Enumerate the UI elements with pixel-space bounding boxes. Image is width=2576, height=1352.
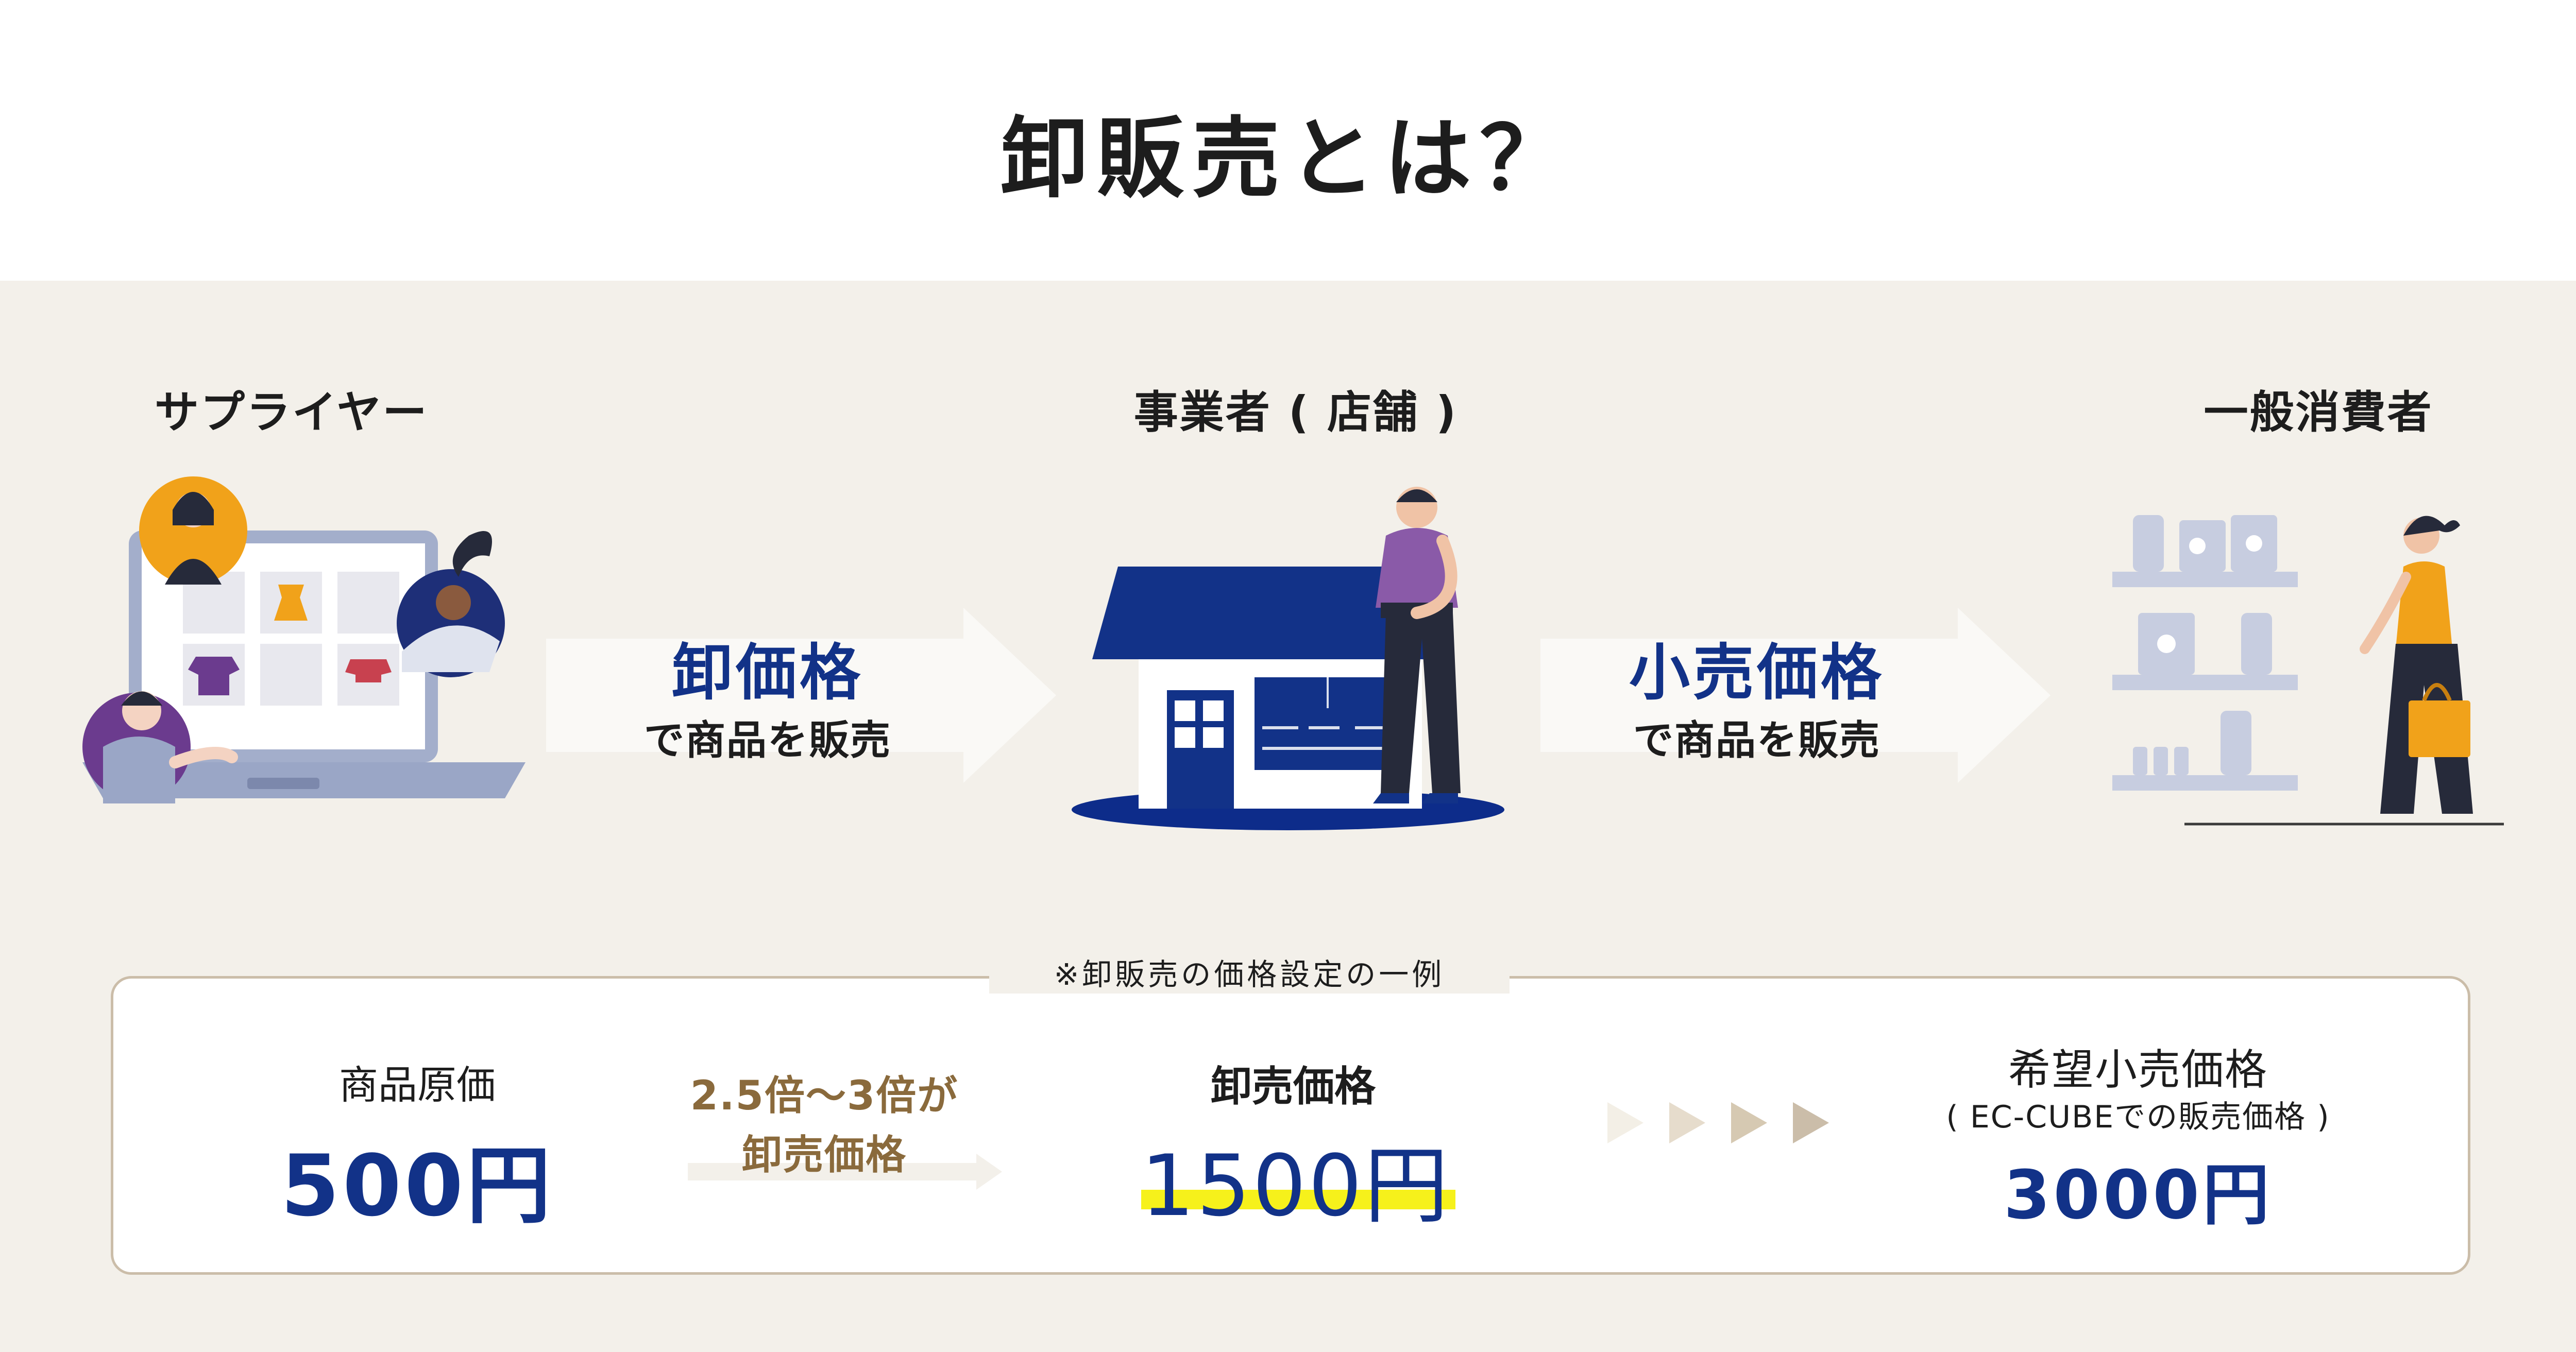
arrow-icon — [1540, 608, 2050, 783]
chevron-right-icon — [1607, 1102, 1829, 1143]
suggested-retail-label: 希望小売価格 — [2008, 1046, 2268, 1094]
actor-label-consumer: 一般消費者 — [2204, 387, 2433, 438]
wholesale-price-heading: 卸価格 — [671, 637, 863, 708]
suggested-retail-value: 3000円 — [2004, 1156, 2273, 1234]
arrow-icon — [546, 608, 1056, 783]
actor-label-supplier: サプライヤー — [155, 387, 429, 438]
pricing-example-box — [111, 976, 2470, 1275]
arrow-icon — [688, 1154, 1002, 1190]
pricing-example-caption: ※卸販売の価格設定の一例 — [989, 950, 1510, 994]
highlight-marker — [1141, 1190, 1455, 1209]
multiplier-text: 2.5倍〜3倍が — [690, 1073, 959, 1119]
actor-label-business: 事業者 ( 店舗 ) — [1133, 387, 1458, 438]
wholesale-price-value: 1500円 — [1141, 1137, 1451, 1235]
wholesale-price-label: 卸売価格 — [1211, 1063, 1376, 1110]
wholesale-flow-caption: で商品を販売 — [643, 717, 891, 764]
retail-price-heading: 小売価格 — [1629, 637, 1885, 708]
laptop-suppliers-illustration — [82, 476, 526, 803]
retail-flow-caption: で商品を販売 — [1633, 717, 1880, 764]
suggested-retail-note: ( EC-CUBEでの販売価格 ) — [1946, 1099, 2330, 1135]
page-title: 卸販売とは？ — [1000, 108, 1575, 210]
cost-price-label: 商品原価 — [339, 1062, 496, 1108]
multiplier-subtext: 卸売価格 — [741, 1132, 907, 1178]
cost-price-value: 500円 — [280, 1137, 554, 1235]
shopper-illustration — [2112, 515, 2504, 826]
store-owner-illustration — [1072, 487, 1504, 830]
